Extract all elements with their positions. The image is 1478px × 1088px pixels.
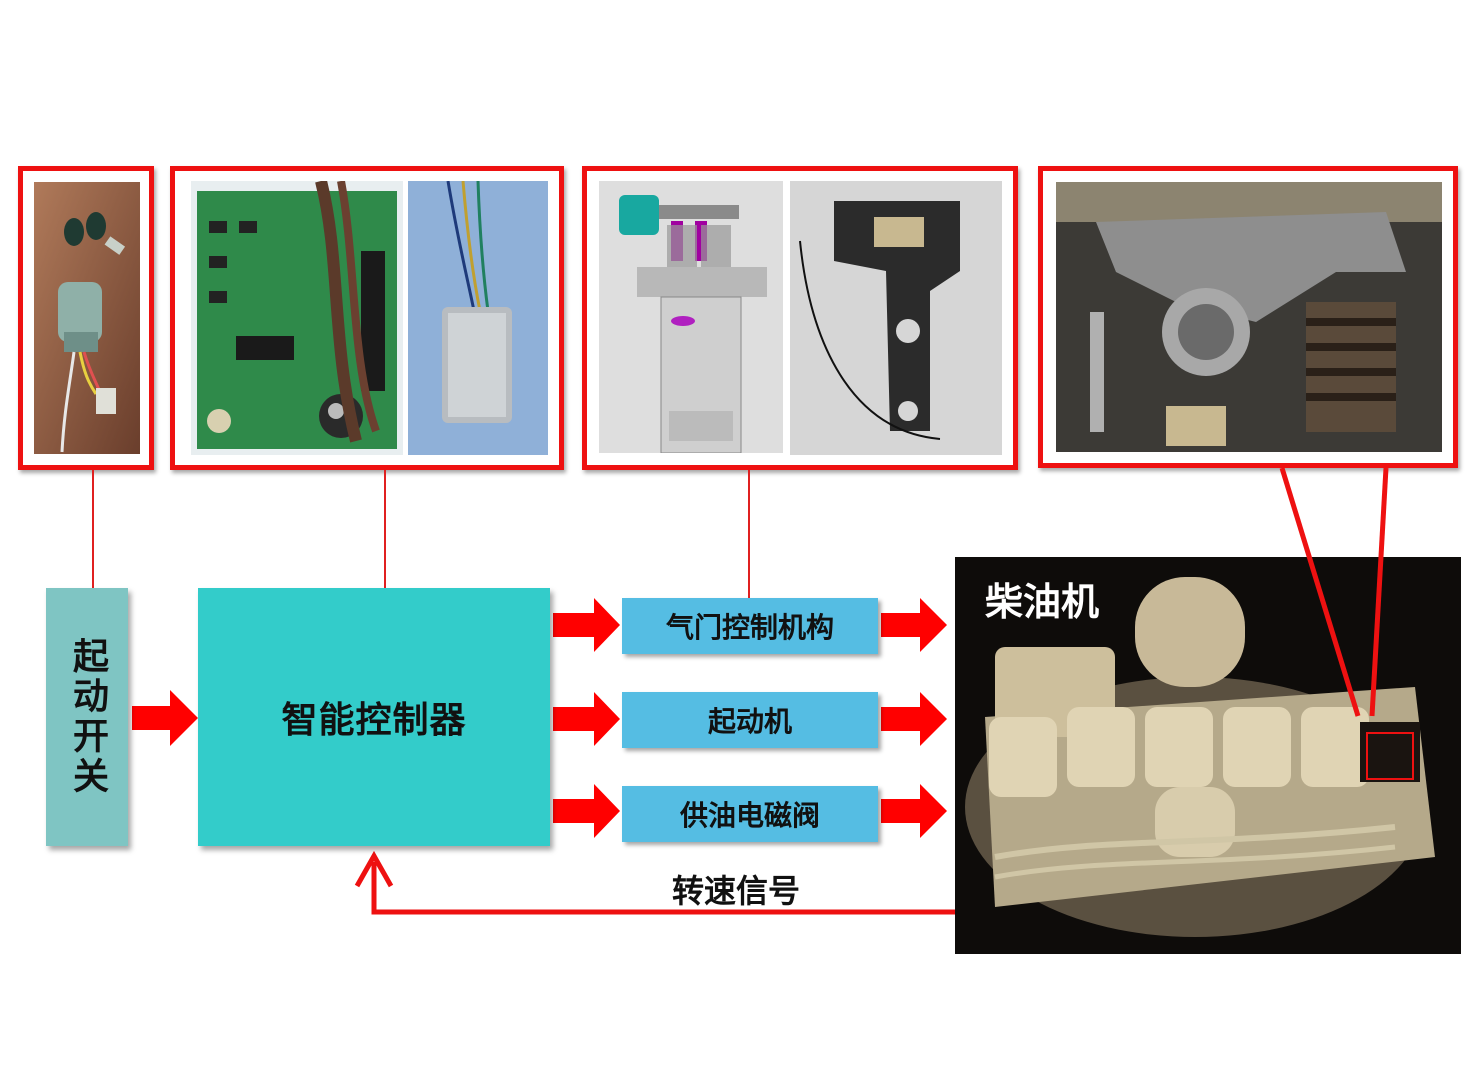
fuel-solenoid-label: 供油电磁阀 (679, 799, 820, 832)
controller-block: 智能控制器 (198, 588, 550, 846)
throttle-actuator-bracket-photo (790, 181, 1002, 455)
start-switch-label: 起动开关 (67, 637, 108, 797)
speed-signal-label: 转速信号 (672, 872, 801, 910)
connector-switch (92, 470, 94, 588)
throttle-mechanism-block: 气门控制机构 (622, 598, 878, 654)
start-switch-block: 起动开关 (46, 588, 128, 846)
controller-circuit-board-photo (191, 181, 403, 455)
starter-block: 起动机 (622, 692, 878, 748)
starter-label: 起动机 (707, 705, 792, 738)
valve-rocker-arm-photo (1056, 182, 1442, 452)
arrow-controller-to-solenoid (553, 784, 620, 838)
feedback-arrowhead (354, 850, 394, 888)
arrow-controller-to-starter (553, 692, 620, 746)
feedback-line (371, 862, 955, 915)
diesel-engine-label: 柴油机 (985, 580, 1100, 624)
fuel-solenoid-block: 供油电磁阀 (622, 786, 878, 842)
connector-controller (384, 470, 386, 588)
arrow-starter-to-engine (881, 692, 947, 746)
controller-module-photo (408, 181, 548, 455)
arrow-switch-to-controller (132, 690, 198, 746)
throttle-mechanism-label: 气门控制机构 (665, 611, 834, 644)
arrow-solenoid-to-engine (881, 784, 947, 838)
diesel-engine-photo: 柴油机 (955, 557, 1461, 954)
throttle-mechanism-cad-photo (599, 181, 783, 453)
controller-label: 智能控制器 (281, 700, 467, 741)
connector-throttle (748, 470, 750, 598)
ignition-key-switch-photo (34, 182, 140, 454)
arrow-controller-to-throttle (553, 598, 620, 652)
arrow-throttle-to-engine (881, 598, 947, 652)
